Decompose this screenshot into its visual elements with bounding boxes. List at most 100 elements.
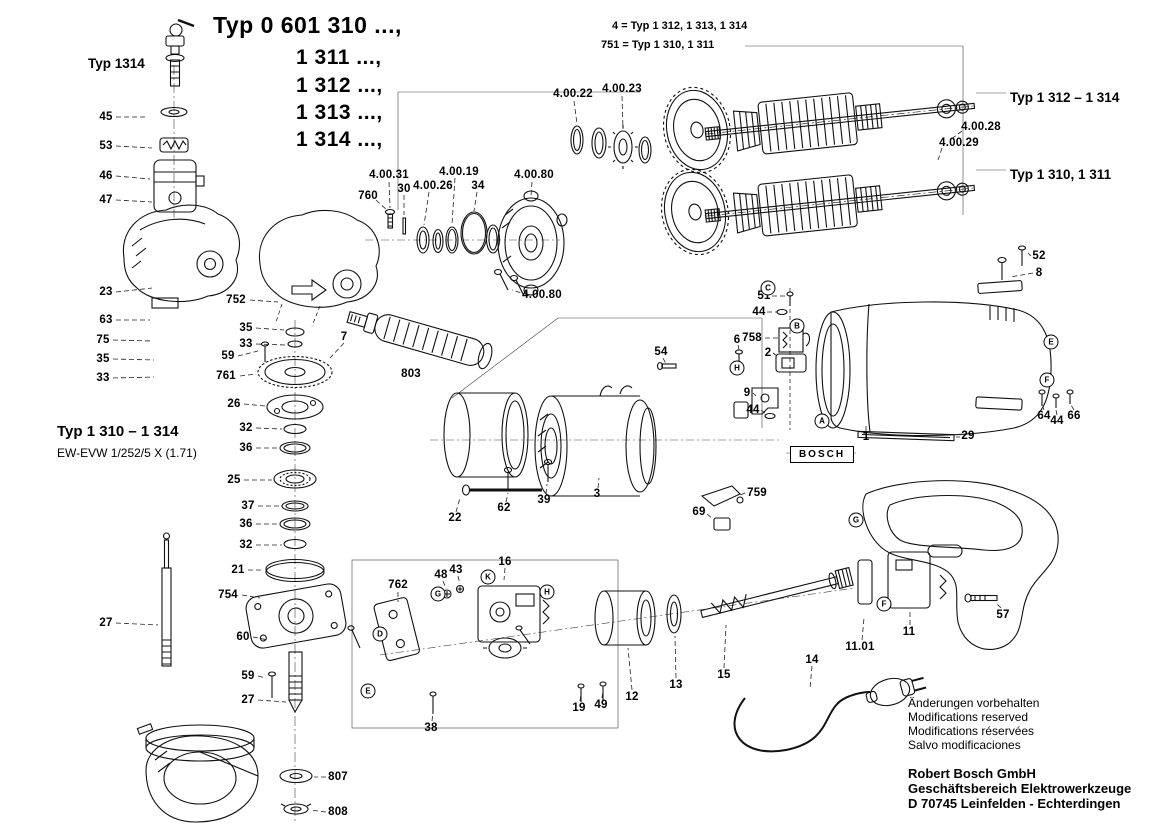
series-note-title: Typ 1 310 – 1 314 [57,423,179,440]
ref-marker-G: G [848,512,864,528]
ref-marker-E: E [360,683,376,699]
part-callout-4.00.19: 4.00.19 [439,166,479,178]
gear-housing-main-drawing [258,209,380,327]
sleeve-22-drawing [443,392,529,478]
ref-marker-F: F [1039,372,1055,388]
part-callout-7: 7 [340,331,348,343]
part-callout-803: 803 [401,368,421,380]
part-callout-33: 33 [239,338,253,350]
model-title: Typ 0 601 310 ..., [213,12,402,38]
part-callout-46: 46 [99,170,113,182]
part-callout-26: 26 [227,398,241,410]
part-callout-36: 36 [239,518,253,530]
ref-marker-B: B [789,318,805,334]
model-title-line: 1 313 ..., [296,101,383,124]
legend-line: 4 = Typ 1 312, 1 313, 1 314 [612,20,748,32]
part-callout-21: 21 [231,564,245,576]
part-callout-8: 8 [1035,267,1043,279]
part-callout-57: 57 [996,609,1010,621]
part-callout-32: 32 [239,539,253,551]
ref-marker-G: G [430,586,446,602]
part-callout-759: 759 [747,487,767,499]
part-callout-4.00.22: 4.00.22 [553,88,593,100]
part-callout-49: 49 [594,699,608,711]
part-callout-64: 64 [1037,410,1051,422]
part-callout-1: 1 [862,431,870,443]
notice-line: Salvo modificaciones [908,738,1021,752]
part-callout-12: 12 [625,691,639,703]
label-typ-1314: Typ 1314 [88,56,145,71]
part-callout-54: 54 [654,346,668,358]
cable-plug-drawing [733,676,927,753]
helical-gear-top-drawing [662,86,732,174]
side-handle-drawing [346,310,493,370]
part-callout-11.01: 11.01 [845,641,875,653]
model-title-line: 1 311 ..., [296,46,382,69]
part-callout-11: 11 [902,626,916,638]
wheel-guard-drawing [136,723,259,823]
typ1314-valve-drawing [153,18,205,213]
part-callout-35: 35 [96,353,110,365]
legend-line: 751 = Typ 1 310, 1 311 [601,39,715,51]
label-typ-1312-1314: Typ 1 312 – 1 314 [1010,90,1120,105]
bosch-nameplate: BOSCH [790,446,854,463]
top-washers-drawing [570,125,652,169]
company-address: D 70745 Leinfelden - Echterdingen [908,796,1121,811]
part-callout-69: 69 [692,506,706,518]
company-name: Robert Bosch GmbH [908,766,1036,781]
part-callout-9: 9 [743,387,751,399]
part-callout-30: 30 [397,183,411,195]
part-callout-36: 36 [239,442,253,454]
part-callout-2: 2 [764,347,772,359]
notice-line: Modifications reserved [908,710,1029,724]
part-callout-807: 807 [328,771,348,783]
part-callout-75: 75 [96,334,110,346]
part-callout-22: 22 [448,512,462,524]
part-callout-4.00.29: 4.00.29 [939,137,979,149]
part-callout-45: 45 [99,111,113,123]
part-callout-33: 33 [96,372,110,384]
part-callout-27: 27 [241,694,255,706]
part-callout-758: 758 [742,332,762,344]
part-callout-27: 27 [99,617,113,629]
part-callout-39: 39 [537,494,551,506]
part-callout-19: 19 [572,702,586,714]
part-callout-14: 14 [805,654,819,666]
switch-handle-drawing [700,480,1059,650]
part-callout-13: 13 [669,679,683,691]
part-callout-60: 60 [236,631,250,643]
part-callout-59: 59 [241,670,255,682]
spindle-27-drawing [161,532,172,667]
part-callout-37: 37 [241,500,255,512]
label-typ-1310-1311: Typ 1 310, 1 311 [1010,167,1112,182]
part-callout-762: 762 [388,579,408,591]
ref-marker-D: D [372,626,388,642]
part-callout-752: 752 [226,294,246,306]
part-callout-59: 59 [221,350,235,362]
ref-marker-A: A [814,413,830,429]
part-callout-43: 43 [449,564,463,576]
model-title-line: 1 312 ..., [296,74,383,97]
part-callout-4.00.80: 4.00.80 [514,169,554,181]
part-callout-4.00.31: 4.00.31 [369,169,409,181]
ref-marker-F: F [876,596,892,612]
ref-marker-E: E [1043,334,1059,350]
part-callout-63: 63 [99,314,113,326]
part-callout-38: 38 [424,722,438,734]
bearing-flange-drawing [493,190,568,297]
part-callout-62: 62 [497,502,511,514]
gear-housing-23-drawing [122,204,240,309]
part-callout-3: 3 [593,488,601,500]
part-callout-760: 760 [358,190,378,202]
stator-drawing [461,385,657,497]
part-callout-16: 16 [498,556,512,568]
ref-marker-K: K [480,569,496,585]
motor-housing-drawing [815,245,1074,442]
part-callout-47: 47 [99,194,113,206]
part-callout-6: 6 [733,334,741,346]
part-callout-25: 25 [227,474,241,486]
ref-marker-C: C [760,280,776,296]
notice-line: Modifications réservées [908,724,1035,738]
